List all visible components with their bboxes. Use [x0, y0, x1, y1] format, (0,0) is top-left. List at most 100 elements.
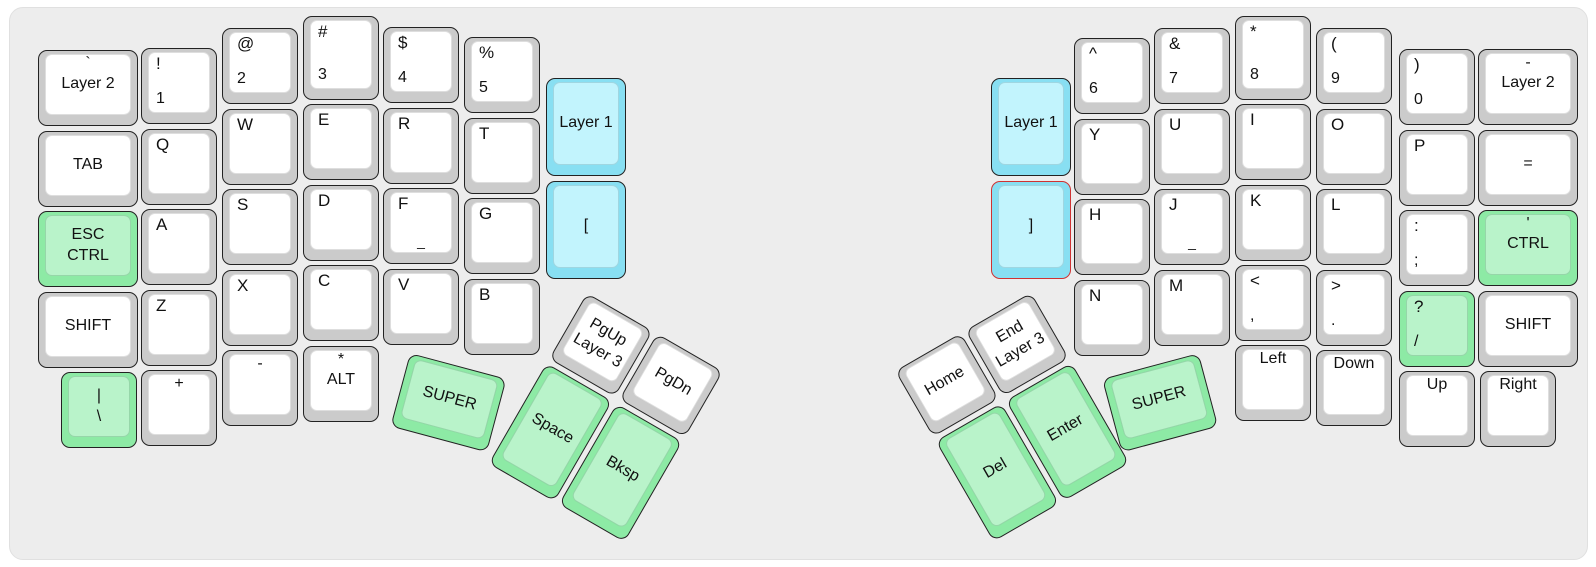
key-down-arrow[interactable]: Down [1316, 350, 1392, 426]
key-r[interactable]: R [383, 108, 459, 184]
key-p[interactable]: P [1399, 130, 1475, 206]
key-label-z-tl: Z [156, 296, 167, 315]
key-q[interactable]: Q [141, 129, 217, 205]
keycap-left-arrow: Left [1242, 349, 1304, 410]
key-k[interactable]: K [1235, 185, 1311, 261]
key-esc-ctrl[interactable]: ESC CTRL [38, 211, 138, 287]
key-shift-right[interactable]: SHIFT [1478, 291, 1578, 367]
keycap-u: U [1161, 113, 1223, 174]
key-amp-7[interactable]: &7 [1154, 28, 1230, 104]
key-v[interactable]: V [383, 269, 459, 345]
key-up-arrow[interactable]: Up [1399, 371, 1475, 447]
key-hash-3[interactable]: #3 [303, 16, 379, 100]
key-exclam-1[interactable]: !1 [141, 48, 217, 124]
key-s[interactable]: S [222, 189, 298, 265]
key-label-pgdn-c: PgDn [651, 364, 695, 399]
key-shift-left[interactable]: SHIFT [38, 292, 138, 368]
key-paren-9[interactable]: (9 [1316, 28, 1392, 104]
key-label-hash-3-bl: 3 [318, 66, 327, 83]
key-i[interactable]: I [1235, 104, 1311, 180]
key-label-greater-period-bl: . [1331, 312, 1336, 329]
key-asterisk-8[interactable]: *8 [1235, 16, 1311, 100]
key-left-bracket[interactable]: [ [546, 181, 626, 279]
key-greater-period[interactable]: >. [1316, 270, 1392, 346]
keycap-p: P [1406, 134, 1468, 195]
key-caret-6[interactable]: ^6 [1074, 38, 1150, 114]
key-label-asterisk-8-bl: 8 [1250, 66, 1259, 83]
keycap-colon-semicolon: :; [1406, 214, 1468, 275]
key-t[interactable]: T [464, 118, 540, 194]
key-layer1-right[interactable]: Layer 1 [991, 78, 1071, 176]
key-label-up-arrow-tc: Up [1426, 376, 1448, 393]
key-super-left[interactable]: SUPER [390, 353, 507, 453]
keycap-esc-ctrl: ESC CTRL [45, 215, 131, 276]
key-label-layer1-left-c: Layer 1 [559, 114, 613, 132]
keycap-x: X [229, 274, 291, 335]
key-z[interactable]: Z [141, 290, 217, 366]
key-label-tab-c: TAB [73, 156, 103, 174]
keycap-question-slash: ?/ [1406, 295, 1468, 356]
key-g[interactable]: G [464, 198, 540, 274]
key-question-slash[interactable]: ?/ [1399, 291, 1475, 367]
key-percent-5[interactable]: %5 [464, 37, 540, 113]
key-h[interactable]: H [1074, 199, 1150, 275]
key-label-j-tl: J [1169, 195, 1178, 214]
key-b[interactable]: B [464, 279, 540, 355]
key-o[interactable]: O [1316, 109, 1392, 185]
key-tab[interactable]: TAB [38, 131, 138, 207]
key-label-layer1-right-c: Layer 1 [1004, 114, 1058, 132]
key-dollar-4[interactable]: $4 [383, 27, 459, 103]
key-label-caret-6-tl: ^ [1089, 44, 1097, 63]
key-label-minus-left-tc: - [257, 355, 263, 372]
key-x[interactable]: X [222, 270, 298, 346]
keycap-amp-7: &7 [1161, 32, 1223, 93]
key-c[interactable]: C [303, 265, 379, 341]
key-d[interactable]: D [303, 185, 379, 261]
key-label-exclam-1-bl: 1 [156, 90, 165, 107]
key-less-comma[interactable]: <, [1235, 265, 1311, 341]
keycap-i: I [1242, 108, 1304, 169]
key-minus-left[interactable]: - [222, 350, 298, 426]
key-quote-ctrl[interactable]: 'CTRL [1478, 210, 1578, 286]
key-colon-semicolon[interactable]: :; [1399, 210, 1475, 286]
key-y[interactable]: Y [1074, 119, 1150, 195]
keycap-f: F_ [390, 192, 452, 253]
key-right-arrow[interactable]: Right [1480, 371, 1556, 447]
key-label-less-comma-bl: , [1250, 307, 1255, 324]
key-minus-layer2[interactable]: -Layer 2 [1478, 49, 1578, 125]
key-grave-layer2[interactable]: `Layer 2 [38, 50, 138, 126]
key-w[interactable]: W [222, 109, 298, 185]
key-left-arrow[interactable]: Left [1235, 345, 1311, 421]
key-right-bracket[interactable]: ] [991, 181, 1071, 279]
key-super-right[interactable]: SUPER [1102, 353, 1219, 453]
keycap-quote-ctrl: 'CTRL [1485, 214, 1571, 275]
key-e[interactable]: E [303, 104, 379, 180]
key-u[interactable]: U [1154, 109, 1230, 185]
keycap-less-comma: <, [1242, 269, 1304, 330]
key-label-paren-9-bl: 9 [1331, 70, 1340, 87]
key-equals[interactable]: = [1478, 130, 1578, 206]
key-label-h-tl: H [1089, 205, 1102, 224]
key-label-dollar-4-tl: $ [398, 33, 408, 52]
key-label-super-left-c: SUPER [420, 383, 479, 414]
keycap-n: N [1081, 284, 1143, 345]
key-f[interactable]: F_ [383, 188, 459, 264]
key-label-quote-ctrl-c: CTRL [1507, 235, 1549, 253]
key-n[interactable]: N [1074, 280, 1150, 356]
key-j[interactable]: J_ [1154, 189, 1230, 265]
key-m[interactable]: M [1154, 270, 1230, 346]
keycap-caret-6: ^6 [1081, 42, 1143, 103]
key-asterisk-alt[interactable]: *ALT [303, 346, 379, 422]
key-at-2[interactable]: @2 [222, 28, 298, 104]
key-label-q-tl: Q [156, 135, 170, 154]
key-label-greater-period-tl: > [1331, 276, 1341, 295]
keycap-r: R [390, 112, 452, 173]
key-pipe-backslash[interactable]: | \ [61, 372, 137, 448]
key-layer1-left[interactable]: Layer 1 [546, 78, 626, 176]
key-label-minus-layer2-tc: - [1525, 54, 1531, 71]
key-l[interactable]: L [1316, 189, 1392, 265]
key-a[interactable]: A [141, 209, 217, 285]
key-plus[interactable]: + [141, 370, 217, 446]
key-paren-0[interactable]: )0 [1399, 49, 1475, 125]
key-label-k-tl: K [1250, 191, 1262, 210]
